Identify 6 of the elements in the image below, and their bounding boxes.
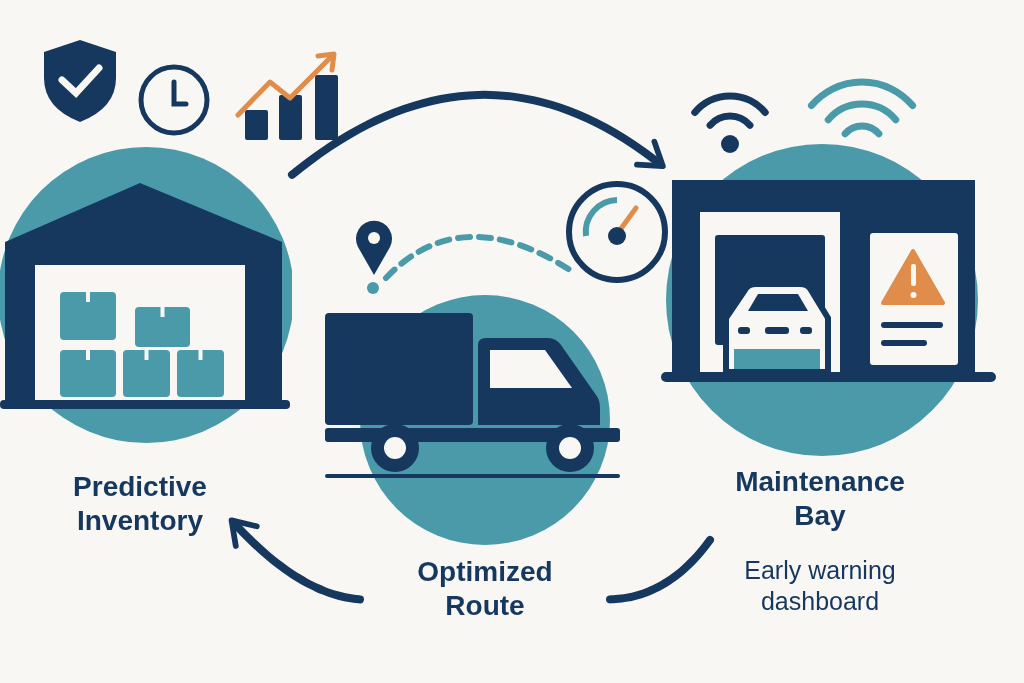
node-description: Early warning dashboard [743,555,897,617]
curved-arrow [228,517,364,604]
node-title: Maintenance Bay [734,465,906,533]
node-title: Predictive Inventory [72,470,208,538]
node-title: Optimized Route [416,555,554,623]
curved-arrow [288,90,666,179]
